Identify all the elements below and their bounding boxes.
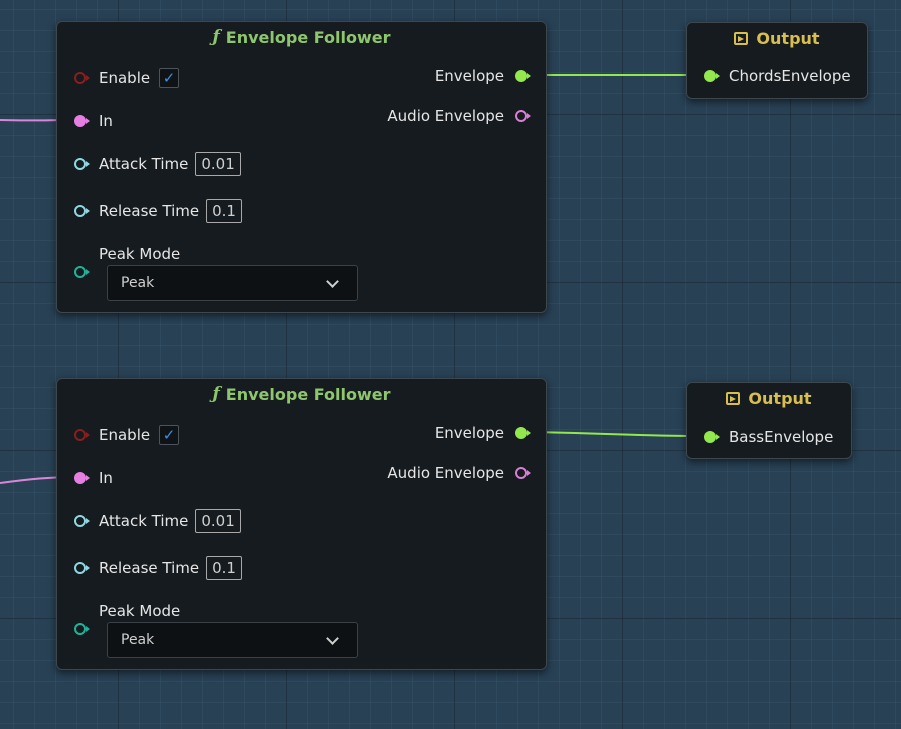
attack-time-label: Attack Time (99, 155, 189, 173)
envelope-output-label: Envelope (434, 424, 504, 442)
enable-pin[interactable] (73, 427, 90, 443)
output-input-row: BassEnvelope (703, 426, 833, 448)
function-icon: ƒ (212, 384, 220, 404)
enable-pin[interactable] (73, 70, 90, 86)
enable-label: Enable (99, 69, 151, 87)
attack-time-label: Attack Time (99, 512, 189, 530)
attack-time-pin[interactable] (73, 156, 90, 172)
attack-time-row: Attack Time 0.01 (73, 509, 241, 533)
enable-row: Enable ✓ (73, 67, 180, 89)
chevron-down-icon (326, 632, 339, 645)
release-time-row: Release Time 0.1 (73, 199, 242, 223)
attack-time-input[interactable]: 0.01 (195, 152, 241, 176)
enable-checkbox[interactable]: ✓ (159, 425, 180, 445)
audio-envelope-output-row: Audio Envelope (387, 462, 531, 484)
check-icon: ✓ (162, 426, 176, 444)
release-time-label: Release Time (99, 559, 200, 577)
bass-envelope-label: BassEnvelope (729, 428, 834, 446)
node-title[interactable]: ƒ Envelope Follower (57, 22, 546, 52)
peak-mode-pin[interactable] (73, 264, 90, 280)
output-input-row: ChordsEnvelope (703, 65, 851, 87)
bass-envelope-pin[interactable] (703, 429, 720, 445)
chords-envelope-label: ChordsEnvelope (729, 67, 851, 85)
attack-time-row: Attack Time 0.01 (73, 152, 241, 176)
peak-mode-value: Peak (121, 275, 155, 291)
chords-envelope-pin[interactable] (703, 68, 720, 84)
audio-envelope-output-row: Audio Envelope (387, 105, 531, 127)
envelope-output-row: Envelope (434, 422, 531, 444)
envelope-output-pin[interactable] (514, 425, 531, 441)
output-icon (726, 391, 741, 405)
peak-mode-label: Peak Mode (99, 245, 181, 263)
node-title-text: Envelope Follower (225, 27, 391, 47)
output-node-chords[interactable]: Output ChordsEnvelope (686, 22, 868, 99)
in-row: In (73, 467, 113, 489)
output-icon (734, 31, 749, 45)
peak-mode-value: Peak (121, 632, 155, 648)
node-title-text: Output (756, 28, 820, 48)
peak-mode-label: Peak Mode (99, 602, 181, 620)
audio-envelope-output-pin[interactable] (514, 465, 531, 481)
peak-mode-pin-row (73, 618, 90, 640)
release-time-input[interactable]: 0.1 (206, 556, 242, 580)
node-title-text: Output (748, 388, 812, 408)
in-pin[interactable] (73, 470, 90, 486)
attack-time-input[interactable]: 0.01 (195, 509, 241, 533)
release-time-label: Release Time (99, 202, 200, 220)
peak-mode-select[interactable]: Peak (107, 622, 358, 658)
audio-envelope-output-pin[interactable] (514, 108, 531, 124)
in-row: In (73, 110, 113, 132)
in-pin[interactable] (73, 113, 90, 129)
audio-envelope-output-label: Audio Envelope (387, 464, 504, 482)
in-label: In (99, 112, 113, 130)
node-title[interactable]: Output (687, 383, 851, 413)
attack-time-pin[interactable] (73, 513, 90, 529)
enable-row: Enable ✓ (73, 424, 180, 446)
enable-label: Enable (99, 426, 151, 444)
enable-checkbox[interactable]: ✓ (159, 68, 180, 88)
audio-envelope-output-label: Audio Envelope (387, 107, 504, 125)
envelope-follower-node-2[interactable]: ƒ Envelope Follower Enable ✓ In Attack T… (56, 378, 547, 670)
peak-mode-pin-row (73, 261, 90, 283)
release-time-input[interactable]: 0.1 (206, 199, 242, 223)
peak-mode-select[interactable]: Peak (107, 265, 358, 301)
envelope-output-pin[interactable] (514, 68, 531, 84)
envelope-output-row: Envelope (434, 65, 531, 87)
release-time-row: Release Time 0.1 (73, 556, 242, 580)
node-title[interactable]: Output (687, 23, 867, 53)
output-node-bass[interactable]: Output BassEnvelope (686, 382, 852, 459)
release-time-pin[interactable] (73, 203, 90, 219)
node-title[interactable]: ƒ Envelope Follower (57, 379, 546, 409)
wire-envelope-2 (526, 431, 704, 437)
node-title-text: Envelope Follower (225, 384, 391, 404)
release-time-pin[interactable] (73, 560, 90, 576)
function-icon: ƒ (212, 27, 220, 47)
peak-mode-pin[interactable] (73, 621, 90, 637)
chevron-down-icon (326, 275, 339, 288)
envelope-follower-node-1[interactable]: ƒ Envelope Follower Enable ✓ In Attack T… (56, 21, 547, 313)
envelope-output-label: Envelope (434, 67, 504, 85)
in-label: In (99, 469, 113, 487)
check-icon: ✓ (162, 69, 176, 87)
